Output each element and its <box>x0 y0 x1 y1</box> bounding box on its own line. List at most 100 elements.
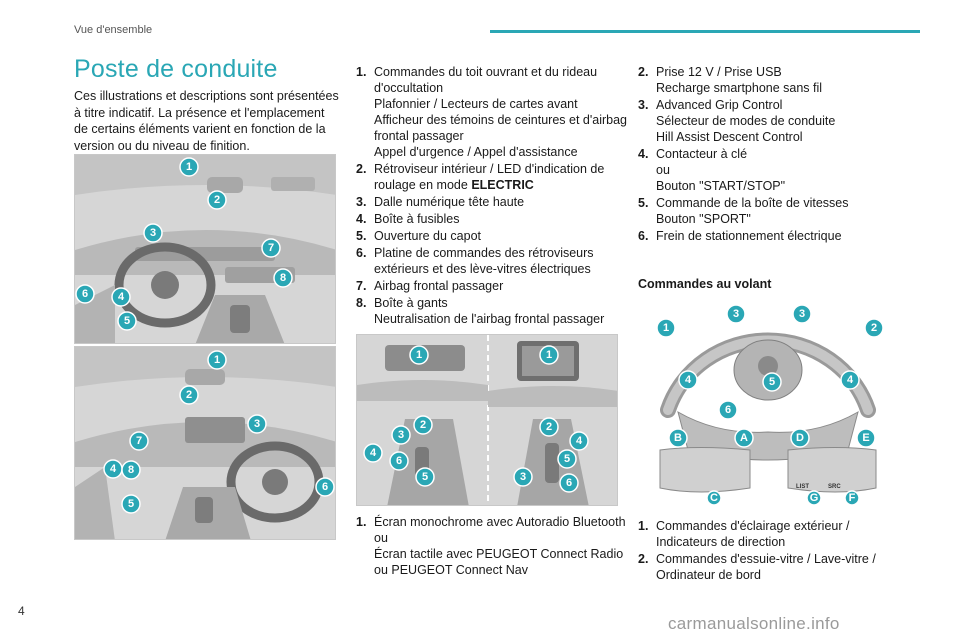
svg-text:6: 6 <box>725 404 731 416</box>
section-header: Vue d'ensemble <box>74 24 153 36</box>
badge-1: 1 <box>179 157 199 177</box>
svg-text:7: 7 <box>136 435 142 447</box>
svg-text:1: 1 <box>416 349 422 361</box>
svg-text:8: 8 <box>280 272 286 284</box>
svg-text:3: 3 <box>254 418 260 430</box>
svg-text:5: 5 <box>769 376 775 388</box>
list-item: 5.Ouverture du capot <box>356 229 482 243</box>
svg-text:F: F <box>849 492 856 504</box>
list-item: 1. Commandes d'éclairage extérieur /Indi… <box>638 519 850 549</box>
badge-7: 7 <box>129 431 149 451</box>
svg-text:6: 6 <box>566 477 572 489</box>
badge-2: 2 <box>207 190 227 210</box>
svg-text:8: 8 <box>128 464 134 476</box>
svg-text:C: C <box>710 492 718 504</box>
badge-3: 3 <box>143 223 163 243</box>
steering-wheel-illustration: LIST SRC 1 3 3 2 4 5 4 6 B A D E C G F <box>638 300 900 506</box>
svg-text:B: B <box>674 432 682 444</box>
svg-text:3: 3 <box>799 308 805 320</box>
steering-controls-heading: Commandes au volant <box>638 277 772 291</box>
svg-text:1: 1 <box>663 322 669 334</box>
badge-3: 3 <box>726 304 746 324</box>
svg-text:4: 4 <box>370 447 377 459</box>
svg-text:4: 4 <box>118 291 125 303</box>
list-item: 6. Platine de commandes des rétroviseurs… <box>356 246 594 276</box>
svg-text:1: 1 <box>214 354 220 366</box>
list-item: 7.Airbag frontal passager <box>356 279 504 293</box>
badge-1: 1 <box>207 350 227 370</box>
svg-text:3: 3 <box>520 471 526 483</box>
svg-text:3: 3 <box>733 308 739 320</box>
svg-text:D: D <box>796 432 804 444</box>
dashboard-illustration-rhd: 1 2 3 7 4 8 6 5 <box>74 346 336 540</box>
badge-F: F <box>844 490 860 506</box>
svg-text:4: 4 <box>847 374 854 386</box>
badge-6: 6 <box>75 284 95 304</box>
badge-3: 3 <box>792 304 812 324</box>
badge-8: 8 <box>121 460 141 480</box>
page-number: 4 <box>18 604 25 618</box>
badge-7: 7 <box>261 238 281 258</box>
src-button-label: SRC <box>828 484 841 490</box>
svg-text:2: 2 <box>186 389 192 401</box>
badge-5: 5 <box>415 467 435 487</box>
badge-1: 1 <box>656 318 676 338</box>
badge-2: 2 <box>864 318 884 338</box>
svg-text:E: E <box>862 432 869 444</box>
badge-A: A <box>734 428 754 448</box>
svg-text:A: A <box>740 432 748 444</box>
badge-5: 5 <box>117 311 137 331</box>
list-button-label: LIST <box>796 484 809 490</box>
svg-text:4: 4 <box>576 435 583 447</box>
svg-text:4: 4 <box>685 374 692 386</box>
page-title: Poste de conduite <box>74 55 278 83</box>
badge-G: G <box>806 490 822 506</box>
list-item: 2. Commandes d'essuie-vitre / Lave-vitre… <box>638 552 876 582</box>
badge-4: 4 <box>111 287 131 307</box>
badge-3: 3 <box>247 414 267 434</box>
badge-4: 4 <box>569 431 589 451</box>
svg-text:6: 6 <box>322 481 328 493</box>
badge-6: 6 <box>315 477 335 497</box>
svg-text:2: 2 <box>871 322 877 334</box>
badge-3: 3 <box>513 467 533 487</box>
badge-2: 2 <box>179 385 199 405</box>
list-item: 3.Dalle numérique tête haute <box>356 195 525 209</box>
dashboard-illustration-lhd: 1 2 3 7 8 6 4 5 <box>74 154 336 344</box>
cockpit-items-list: 1. Commandes du toit ouvrant et du ridea… <box>356 64 627 328</box>
badge-5: 5 <box>557 449 577 469</box>
svg-text:1: 1 <box>546 349 552 361</box>
badge-5: 5 <box>762 372 782 392</box>
svg-text:2: 2 <box>214 194 220 206</box>
svg-text:2: 2 <box>546 421 552 433</box>
list-item: 2. Rétroviseur intérieur / LED d'indicat… <box>356 162 605 192</box>
badge-4: 4 <box>678 370 698 390</box>
badge-1: 1 <box>539 345 559 365</box>
svg-text:7: 7 <box>268 242 274 254</box>
list-item: 1. Commandes du toit ouvrant et du ridea… <box>356 65 627 159</box>
badge-6: 6 <box>559 473 579 493</box>
svg-text:5: 5 <box>564 453 570 465</box>
badge-B: B <box>668 428 688 448</box>
svg-text:G: G <box>810 492 819 504</box>
svg-text:3: 3 <box>398 429 404 441</box>
svg-text:2: 2 <box>420 419 426 431</box>
badge-8: 8 <box>273 268 293 288</box>
badge-6: 6 <box>718 400 738 420</box>
svg-text:5: 5 <box>422 471 428 483</box>
svg-text:6: 6 <box>82 288 88 300</box>
badge-5: 5 <box>121 494 141 514</box>
steering-items-list: 1. Commandes d'éclairage extérieur /Indi… <box>638 518 878 584</box>
watermark-link[interactable]: carmanualsonline.info <box>668 614 840 633</box>
badge-C: C <box>706 490 722 506</box>
console-items-list: 1. Écran monochrome avec Autoradio Bluet… <box>356 514 626 579</box>
svg-text:4: 4 <box>110 463 117 475</box>
badge-2: 2 <box>413 415 433 435</box>
svg-text:5: 5 <box>128 498 134 510</box>
center-console-illustration: 1 1 2 3 4 6 5 2 4 5 3 6 <box>356 334 618 506</box>
